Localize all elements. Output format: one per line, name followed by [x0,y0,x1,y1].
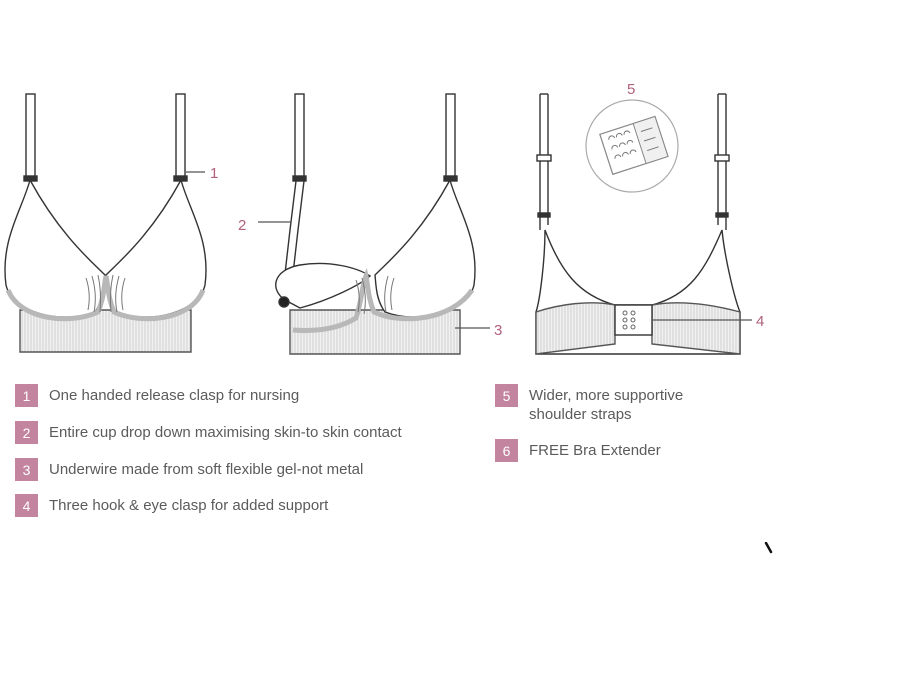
feature-item-3: 3 Underwire made from soft flexible gel-… [15,458,363,481]
feature-text: FREE Bra Extender [529,442,661,459]
feature-text: Wider, more supportive shoulder straps [529,387,684,423]
callout-3-label: 3 [494,322,502,339]
feature-item-4: 4 Three hook & eye clasp for added suppo… [15,494,328,517]
feature-item-6: 6 FREE Bra Extender [495,439,661,462]
feature-number-badge: 5 [495,384,518,407]
bra-nursing-view [275,93,476,355]
callout-2-label: 2 [238,217,246,234]
bra-features-diagram: 1 2 3 [4,81,764,355]
bra-extender-inset [585,99,679,193]
feature-text: Entire cup drop down maximising skin-to … [49,424,402,441]
feature-number-badge: 2 [15,421,38,444]
feature-text: Three hook & eye clasp for added support [49,497,329,514]
bra-back-view [535,93,741,355]
callout-5-label: 5 [627,81,635,98]
callout-1-label: 1 [210,165,218,182]
feature-number-badge: 4 [15,494,38,517]
feature-number-badge: 6 [495,439,518,462]
feature-item-2: 2 Entire cup drop down maximising skin-t… [15,421,402,444]
stray-mark [764,542,773,554]
feature-text: Underwire made from soft flexible gel-no… [49,461,364,478]
feature-item-5: 5 Wider, more supportive shoulder straps [495,384,719,424]
bra-front-view [4,93,207,353]
feature-number-badge: 3 [15,458,38,481]
feature-item-1: 1 One handed release clasp for nursing [15,384,299,407]
feature-number-badge: 1 [15,384,38,407]
callout-4-label: 4 [756,313,764,330]
feature-text: One handed release clasp for nursing [49,387,300,404]
